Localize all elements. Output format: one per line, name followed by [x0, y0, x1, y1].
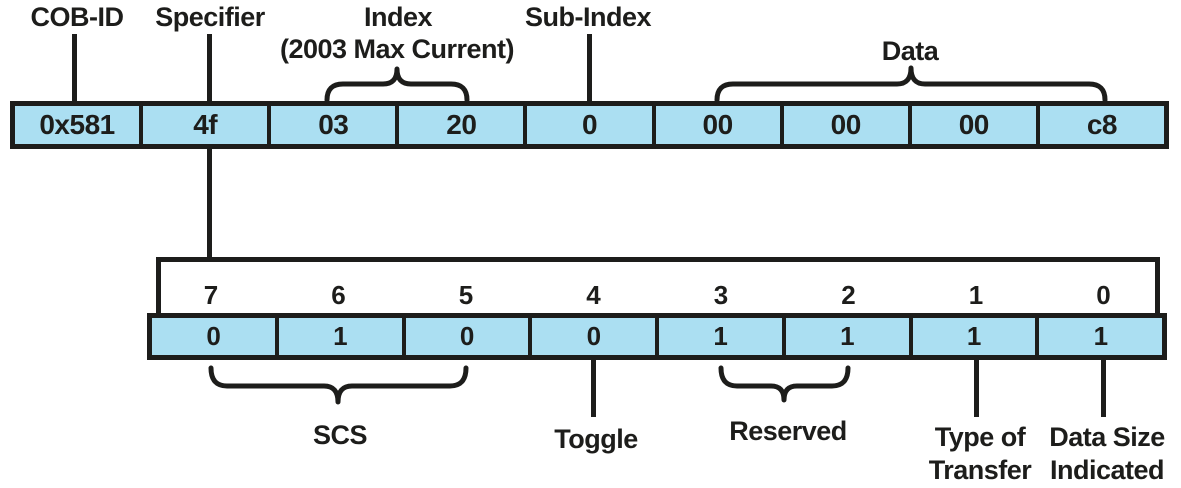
bit-row: 0 1 0 0 1 1 1 1 [147, 313, 1167, 360]
bit-number-1: 1 [968, 279, 983, 310]
scs-brace [208, 365, 469, 405]
index-label: Index [363, 2, 433, 32]
byte-cell-cob-id: 0x581 [39, 109, 115, 140]
reserved-brace [718, 365, 851, 403]
data-size-indicated-label: Data Size Indicated [1049, 421, 1165, 487]
byte-cell-index-lo: 20 [395, 106, 523, 144]
byte-cell-data-3: c8 [1035, 106, 1164, 144]
data-label: Data [881, 36, 939, 66]
cob-id-connector-line [72, 34, 77, 103]
specifier-connector-line [207, 34, 212, 103]
cob-id-label: COB-ID [30, 2, 125, 32]
type-of-transfer-label-line2: Transfer [928, 455, 1032, 485]
data-size-connector-line [1101, 360, 1106, 417]
specifier-expand-line [207, 148, 212, 262]
bit-number-header: 7 6 5 4 3 2 1 0 [147, 280, 1167, 310]
bit-cell-5: 0 [401, 318, 529, 355]
index-note-label: (2003 Max Current) [279, 34, 515, 64]
bit-number-4: 4 [586, 279, 601, 310]
byte-cell-data-1: 00 [779, 106, 908, 144]
byte-cell-specifier: 4f [139, 106, 267, 144]
bit-expansion-bracket [156, 257, 1160, 315]
bit-cell-3: 1 [655, 318, 782, 355]
toggle-label: Toggle [554, 424, 638, 454]
sub-index-connector-line [587, 34, 592, 103]
byte-row: 0x581 4f 03 20 0 00 00 00 c8 [10, 101, 1169, 149]
type-of-transfer-label: Type of Transfer [929, 421, 1032, 487]
bit-number-5: 5 [458, 279, 473, 310]
data-size-indicated-label-line1: Data Size [1049, 422, 1165, 452]
byte-cell-sub-index: 0 [523, 106, 651, 144]
bit-cell-1: 1 [908, 318, 1036, 355]
type-of-transfer-label-line1: Type of [934, 422, 1026, 452]
scs-label: SCS [312, 420, 368, 450]
bit-number-0: 0 [1096, 279, 1111, 310]
bit-cell-0: 1 [1035, 318, 1162, 355]
bit-cell-6: 1 [274, 318, 402, 355]
bit-number-3: 3 [713, 279, 728, 310]
specifier-label: Specifier [155, 2, 265, 32]
index-brace [324, 66, 470, 103]
byte-cell-data-0: 00 [651, 106, 780, 144]
byte-cell-index-hi: 03 [267, 106, 395, 144]
bit-cell-2: 1 [781, 318, 909, 355]
bit-number-2: 2 [841, 279, 856, 310]
bit-number-7: 7 [203, 279, 218, 310]
bit-cell-7: 0 [206, 321, 221, 351]
bit-number-6: 6 [331, 279, 346, 310]
bit-cell-4: 0 [528, 318, 655, 355]
sub-index-label: Sub-Index [524, 2, 652, 32]
type-of-transfer-connector-line [974, 360, 979, 417]
data-brace [714, 65, 1108, 103]
reserved-label: Reserved [729, 416, 847, 446]
byte-cell-data-2: 00 [907, 106, 1036, 144]
data-size-indicated-label-line2: Indicated [1049, 455, 1165, 485]
toggle-connector-line [591, 360, 596, 417]
